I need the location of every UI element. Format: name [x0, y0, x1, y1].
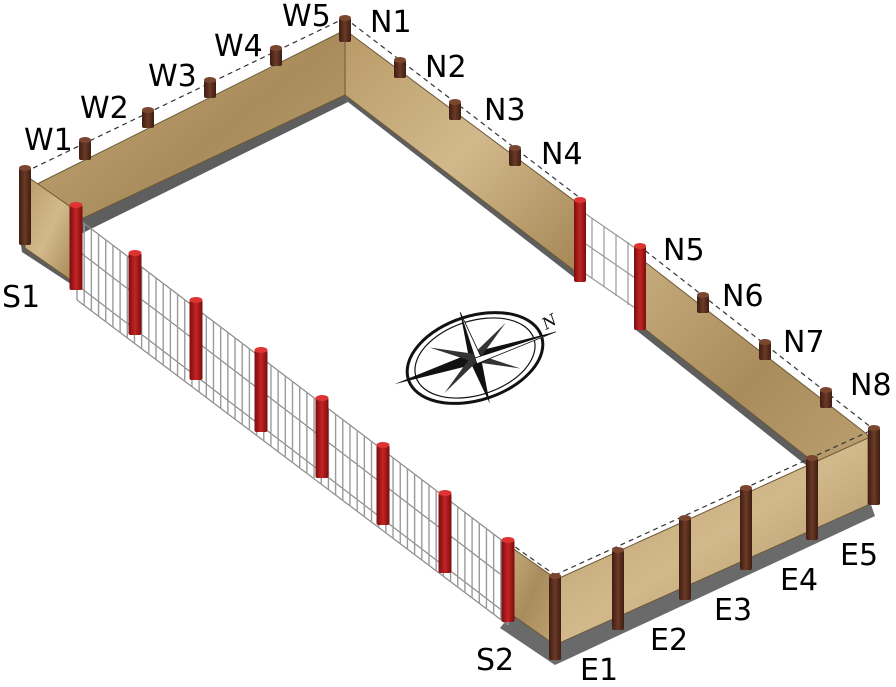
red-post-south-3-cap: [189, 297, 203, 303]
post-n3: [449, 102, 461, 120]
label-n2: N2: [425, 50, 467, 85]
red-post-south-1: [69, 205, 83, 290]
post-s1: [19, 168, 31, 245]
label-e1: E1: [580, 653, 618, 687]
post-w5-cap: [339, 15, 351, 21]
post-w2: [142, 110, 154, 128]
label-n5: N5: [663, 233, 705, 268]
red-posts: [69, 197, 646, 622]
red-post-south-2: [128, 253, 142, 335]
label-w2: W2: [80, 91, 129, 126]
label-w1: W1: [24, 123, 73, 158]
red-post-south-4-cap: [254, 347, 268, 353]
red-post-north-a: [574, 200, 586, 282]
red-post-south-3: [189, 300, 203, 380]
red-post-south-8: [501, 540, 515, 622]
post-w4: [270, 48, 282, 66]
post-e3-cap: [740, 485, 752, 491]
label-w5: W5: [282, 0, 331, 34]
post-w3-cap: [204, 77, 216, 83]
post-e4: [806, 458, 818, 540]
red-post-south-7-cap: [438, 490, 452, 496]
dash-north1: [344, 17, 581, 199]
label-e4: E4: [780, 563, 818, 598]
red-post-north-b-cap: [634, 243, 646, 249]
red-post-south-6: [376, 445, 390, 525]
brown-posts: [19, 15, 880, 660]
post-w1-cap: [79, 137, 91, 143]
post-w1: [79, 140, 91, 160]
label-e3: E3: [714, 593, 752, 628]
red-post-south-1-cap: [69, 202, 83, 208]
post-e3: [740, 488, 752, 570]
post-e1: [612, 550, 624, 630]
label-n4: N4: [541, 137, 583, 172]
post-e4-cap: [806, 455, 818, 461]
post-e2-cap: [679, 515, 691, 521]
compass-rose: [394, 311, 556, 405]
fence-north: [579, 209, 639, 311]
post-n4-cap: [509, 145, 521, 151]
label-e2: E2: [650, 623, 688, 658]
label-n7: N7: [783, 325, 825, 360]
post-w4-cap: [270, 45, 282, 51]
post-s1-cap: [19, 165, 31, 171]
post-n7: [759, 342, 771, 360]
post-corner-ne: [868, 428, 880, 505]
red-post-north-b: [634, 246, 646, 330]
post-n3-cap: [449, 99, 461, 105]
post-s2-corner-cap: [549, 573, 561, 579]
post-s2-corner: [549, 576, 561, 660]
post-w2-cap: [142, 107, 154, 113]
post-corner-ne-cap: [868, 425, 880, 431]
post-w3: [204, 80, 216, 98]
dash-north2: [637, 244, 873, 429]
red-post-south-4: [254, 350, 268, 432]
post-n4: [509, 148, 521, 166]
red-post-south-8-cap: [501, 537, 515, 543]
label-w4: W4: [214, 29, 263, 64]
red-post-south-5-cap: [315, 395, 329, 401]
post-n2: [394, 60, 406, 78]
red-post-south-7: [438, 493, 452, 573]
label-e5: E5: [840, 538, 878, 573]
red-post-south-2-cap: [128, 250, 142, 256]
label-n1: N1: [370, 5, 412, 40]
red-post-south-6-cap: [376, 442, 390, 448]
label-w3: W3: [148, 59, 197, 94]
label-n3: N3: [484, 93, 526, 128]
post-n8: [820, 390, 832, 408]
post-n2-cap: [394, 57, 406, 63]
base-slab-west: [25, 92, 348, 258]
red-post-north-a-cap: [574, 197, 586, 203]
label-s1: S1: [2, 280, 40, 315]
label-s2: S2: [476, 643, 514, 678]
dash-south: [507, 541, 556, 576]
post-w5: [339, 18, 351, 42]
post-n7-cap: [759, 339, 771, 345]
red-post-south-5: [315, 398, 329, 478]
post-e2: [679, 518, 691, 600]
dash-east: [554, 429, 873, 576]
post-n8-cap: [820, 387, 832, 393]
pit-floor: [75, 38, 862, 600]
label-n6: N6: [722, 279, 764, 314]
label-n8: N8: [850, 368, 892, 403]
post-n6: [697, 295, 709, 313]
post-n6-cap: [697, 292, 709, 298]
post-e1-cap: [612, 547, 624, 553]
